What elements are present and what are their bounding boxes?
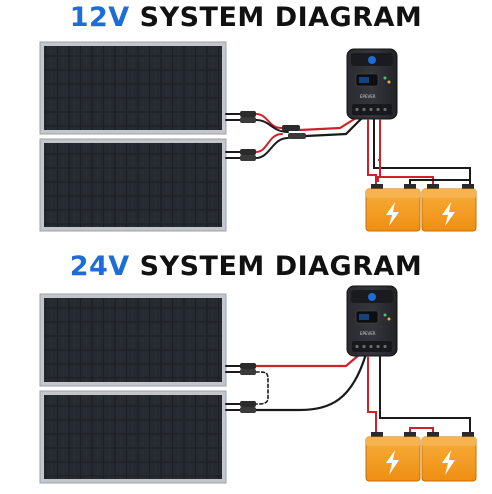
lightning-icon bbox=[386, 450, 399, 475]
lightning-icon bbox=[386, 202, 399, 226]
battery-24v-left bbox=[365, 432, 421, 482]
mc4-connector-icon bbox=[240, 363, 256, 413]
solar-panel-12v-top bbox=[39, 41, 227, 135]
title-text-12v: SYSTEM DIAGRAM bbox=[129, 2, 423, 33]
solar-panel-24v-top bbox=[39, 293, 227, 387]
controller-brand-24v: EPEVER bbox=[360, 331, 376, 336]
solar-panel-24v-bottom bbox=[39, 390, 227, 484]
mc4-connector-icon bbox=[240, 111, 306, 161]
solar-panel-12v-bottom bbox=[39, 138, 227, 232]
lightning-icon bbox=[442, 450, 455, 475]
diagram-title-24v: 24V SYSTEM DIAGRAM bbox=[0, 251, 492, 282]
lightning-icon bbox=[442, 202, 455, 226]
diagram-12v: EPEVER bbox=[39, 41, 477, 232]
title-text-24v: SYSTEM DIAGRAM bbox=[129, 251, 423, 282]
battery-wiring-24v bbox=[367, 356, 471, 436]
battery-24v-right bbox=[421, 432, 477, 482]
controller-brand-12v: EPEVER bbox=[360, 94, 376, 99]
battery-wiring-12v bbox=[367, 119, 471, 188]
title-voltage-24v: 24V bbox=[69, 251, 130, 282]
diagram-24v: EPEVER bbox=[39, 285, 477, 484]
charge-controller-12v: EPEVER bbox=[346, 48, 398, 120]
mc4-series-wiring-24v bbox=[225, 352, 368, 412]
battery-12v-left bbox=[365, 184, 421, 232]
title-voltage-12v: 12V bbox=[69, 2, 130, 33]
charge-controller-24v: EPEVER bbox=[346, 285, 398, 357]
diagram-title-12v: 12V SYSTEM DIAGRAM bbox=[0, 2, 492, 33]
battery-12v-right bbox=[421, 184, 477, 232]
